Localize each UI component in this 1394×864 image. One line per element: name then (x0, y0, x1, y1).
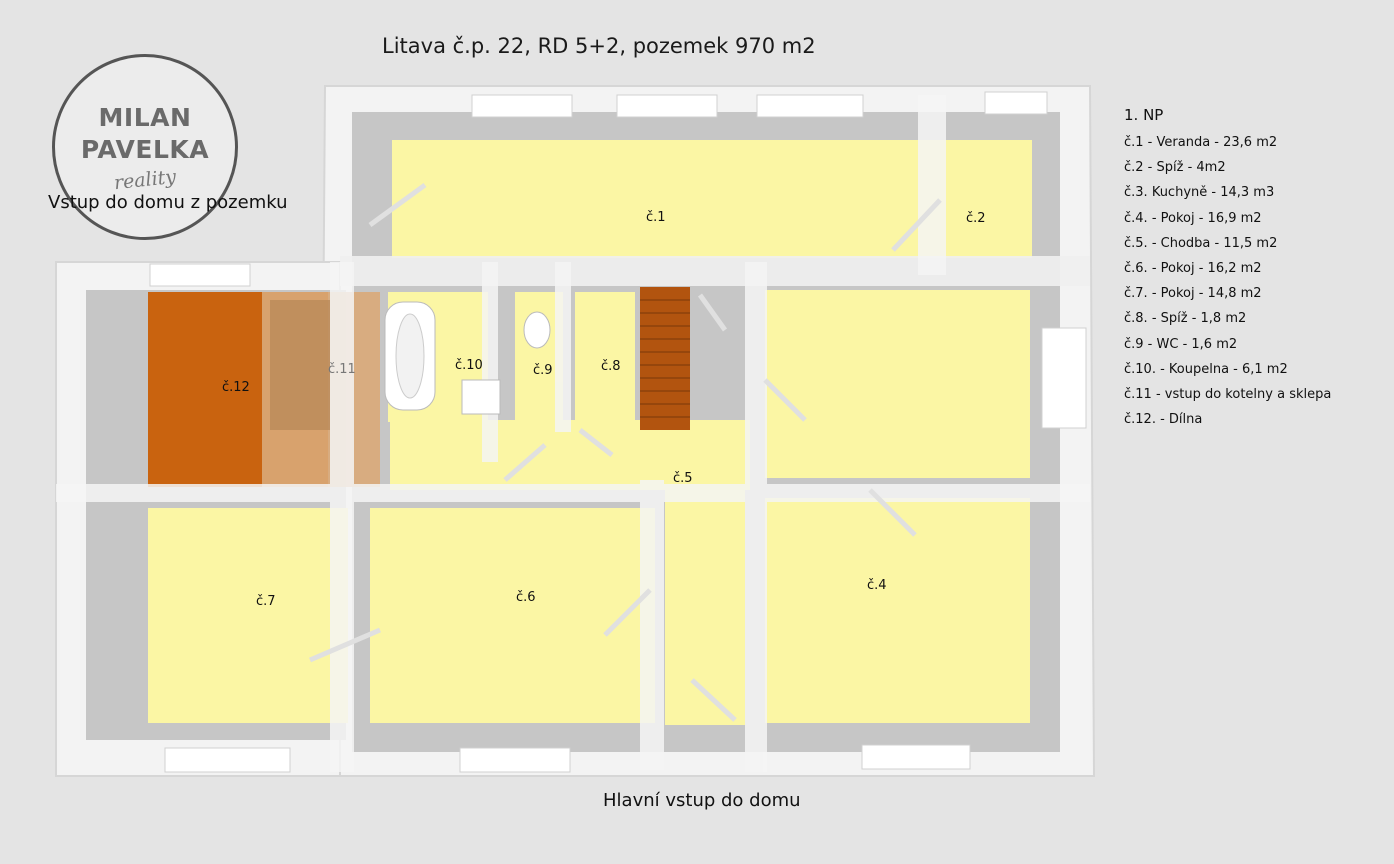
room-4 (765, 498, 1030, 723)
label-room-9: č.9 (533, 363, 553, 378)
legend-item: č.2 - Spíž - 4m2 (1124, 160, 1226, 176)
legend-item: č.10. - Koupelna - 6,1 m2 (1124, 361, 1288, 377)
door-leaves (309, 182, 942, 722)
label-room-7: č.7 (256, 594, 276, 609)
interior-walls (56, 95, 1090, 772)
label-room-4: č.4 (867, 578, 887, 593)
label-room-8: č.8 (601, 359, 621, 374)
room-7 (148, 508, 348, 723)
main-entrance-caption: Hlavní vstup do domu (603, 790, 801, 811)
logo-name-last: PAVELKA (80, 135, 210, 164)
label-room-2: č.2 (966, 211, 986, 226)
legend-item: č.4. - Pokoj - 16,9 m2 (1124, 210, 1262, 226)
room-boiler-inner (270, 300, 330, 430)
label-room-10: č.10 (455, 358, 483, 373)
side-entrance-caption: Vstup do domu z pozemku (48, 192, 288, 213)
room-kitchen (765, 290, 1030, 478)
legend-item: č.3. Kuchyně - 14,3 m3 (1124, 185, 1275, 201)
room-storage (575, 292, 635, 422)
room-6 (370, 508, 655, 723)
legend-item: č.6. - Pokoj - 16,2 m2 (1124, 260, 1262, 276)
logo-name-first: MILAN (98, 103, 192, 132)
window-right (1041, 327, 1087, 429)
label-room-5: č.5 (673, 471, 693, 486)
legend-floor-title: 1. NP (1124, 106, 1164, 124)
window-annex (149, 263, 251, 287)
label-room-1: č.1 (646, 210, 666, 225)
windows-top (471, 91, 1048, 118)
wall-band-upper (340, 256, 1090, 286)
staircase (640, 287, 690, 430)
legend-item: č.7. - Pokoj - 14,8 m2 (1124, 286, 1262, 302)
label-room-11: č.11 (328, 362, 356, 377)
legend-item: č.5. - Chodba - 11,5 m2 (1124, 235, 1278, 251)
sink (461, 379, 501, 415)
label-room-12: č.12 (222, 380, 250, 395)
legend-list: č.1 - Veranda - 23,6 m2 č.2 - Spíž - 4m2… (1124, 134, 1331, 436)
legend-item: č.1 - Veranda - 23,6 m2 (1124, 135, 1278, 150)
room-legend: 1. NP č.1 - Veranda - 23,6 m2 č.2 - Spíž… (1124, 106, 1331, 436)
plan-title: Litava č.p. 22, RD 5+2, pozemek 970 m2 (382, 34, 816, 58)
room-pantry (945, 140, 1030, 258)
label-room-6: č.6 (516, 590, 536, 605)
company-logo: MILAN PAVELKA reality (52, 54, 238, 240)
room-hallway-vertical (665, 430, 745, 725)
legend-item: č.11 - vstup do kotelny a sklepa (1124, 386, 1332, 402)
legend-item: č.9 - WC - 1,6 m2 (1124, 336, 1238, 352)
stair-steps (640, 299, 690, 418)
legend-item: č.8. - Spíž - 1,8 m2 (1124, 311, 1247, 327)
toilet (523, 311, 551, 349)
legend-item: č.12. - Dílna (1124, 412, 1203, 428)
windows-bottom (164, 744, 971, 773)
bathtub-basin (395, 313, 425, 399)
